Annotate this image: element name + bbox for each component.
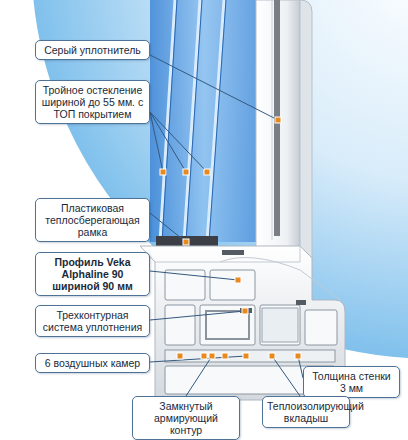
callout-text: Толщина стенки 3 мм bbox=[308, 370, 395, 394]
callout-text: 6 воздушных камер bbox=[40, 357, 145, 369]
marker-dot bbox=[160, 169, 166, 175]
marker-dot bbox=[201, 353, 207, 359]
air-chamber bbox=[165, 305, 195, 345]
callout-box: Теплоизолирующий вкладыш bbox=[262, 396, 350, 428]
glass-pane bbox=[207, 0, 224, 242]
marker-dot bbox=[275, 117, 281, 123]
leader-line bbox=[150, 213, 186, 242]
marker-dot bbox=[209, 353, 215, 359]
callout-box: Тройное остекление шириной до 55 мм. с Т… bbox=[35, 80, 150, 124]
callout-box: Пластиковая теплосберегающая рамка bbox=[35, 198, 150, 242]
marker-dots bbox=[160, 117, 301, 359]
leader-line bbox=[150, 55, 278, 120]
vertical-profile bbox=[256, 0, 300, 250]
marker-dot bbox=[183, 169, 189, 175]
gray-seal bbox=[274, 0, 280, 236]
callout-text: Замкнутый армирующий контур bbox=[137, 400, 235, 436]
air-chamber bbox=[200, 305, 255, 345]
callout-text: Тройное остекление шириной до 55 мм. с Т… bbox=[40, 84, 145, 120]
glass-pane-edge bbox=[186, 0, 202, 242]
marker-dot bbox=[204, 169, 210, 175]
leader-line bbox=[150, 356, 246, 362]
glass-pane bbox=[184, 0, 200, 242]
thermal-insert bbox=[262, 308, 298, 342]
callout-box: 6 воздушных камер bbox=[35, 353, 150, 373]
spacer-frame bbox=[156, 236, 218, 246]
callout-text: Серый уплотнитель bbox=[40, 44, 145, 56]
marker-dot bbox=[235, 277, 241, 283]
air-chamber bbox=[210, 270, 255, 300]
glass-pane-edge bbox=[162, 0, 177, 242]
marker-dot bbox=[183, 239, 189, 245]
vertical-profile-side bbox=[300, 0, 312, 260]
callout-box: Серый уплотнитель bbox=[35, 40, 150, 60]
leader-line bbox=[150, 112, 207, 172]
marker-dot bbox=[295, 353, 301, 359]
callout-text: Трехконтурная система уплотнения bbox=[40, 309, 145, 333]
leader-line bbox=[150, 112, 163, 172]
marker-dot bbox=[222, 353, 228, 359]
leader-line bbox=[186, 356, 212, 396]
callout-box: Трехконтурная система уплотнения bbox=[35, 305, 150, 337]
leader-line bbox=[150, 271, 238, 280]
glass-pane-edge bbox=[209, 0, 226, 242]
seal bbox=[296, 300, 306, 305]
marker-dot bbox=[242, 308, 248, 314]
callout-text: Теплоизолирующий вкладыш bbox=[267, 400, 345, 424]
background-arc bbox=[30, 0, 408, 360]
callout-text: Профиль Veka Alphaline 90 шириной 90 мм bbox=[40, 256, 145, 292]
background-arc-edge bbox=[30, 0, 408, 360]
seal bbox=[240, 308, 252, 313]
leader-line bbox=[150, 311, 245, 320]
leader-line bbox=[272, 356, 300, 396]
marker-dot bbox=[177, 353, 183, 359]
leader-line bbox=[150, 112, 186, 172]
air-chamber bbox=[260, 305, 300, 345]
glass-pane bbox=[160, 0, 175, 242]
leader-lines bbox=[150, 55, 303, 396]
glass-block bbox=[150, 0, 258, 242]
callout-box: Профиль Veka Alphaline 90 шириной 90 мм bbox=[35, 252, 150, 296]
marker-dot bbox=[269, 353, 275, 359]
callout-box: Толщина стенки 3 мм bbox=[303, 366, 400, 398]
profile-edge bbox=[272, 0, 273, 240]
callout-text: Пластиковая теплосберегающая рамка bbox=[40, 202, 145, 238]
marker-dot bbox=[243, 353, 249, 359]
bottom-chamber bbox=[165, 350, 335, 362]
reinforcing-contour bbox=[206, 311, 249, 339]
seal bbox=[222, 250, 244, 255]
air-chamber bbox=[305, 310, 337, 345]
callout-box: Замкнутый армирующий контур bbox=[132, 396, 240, 440]
